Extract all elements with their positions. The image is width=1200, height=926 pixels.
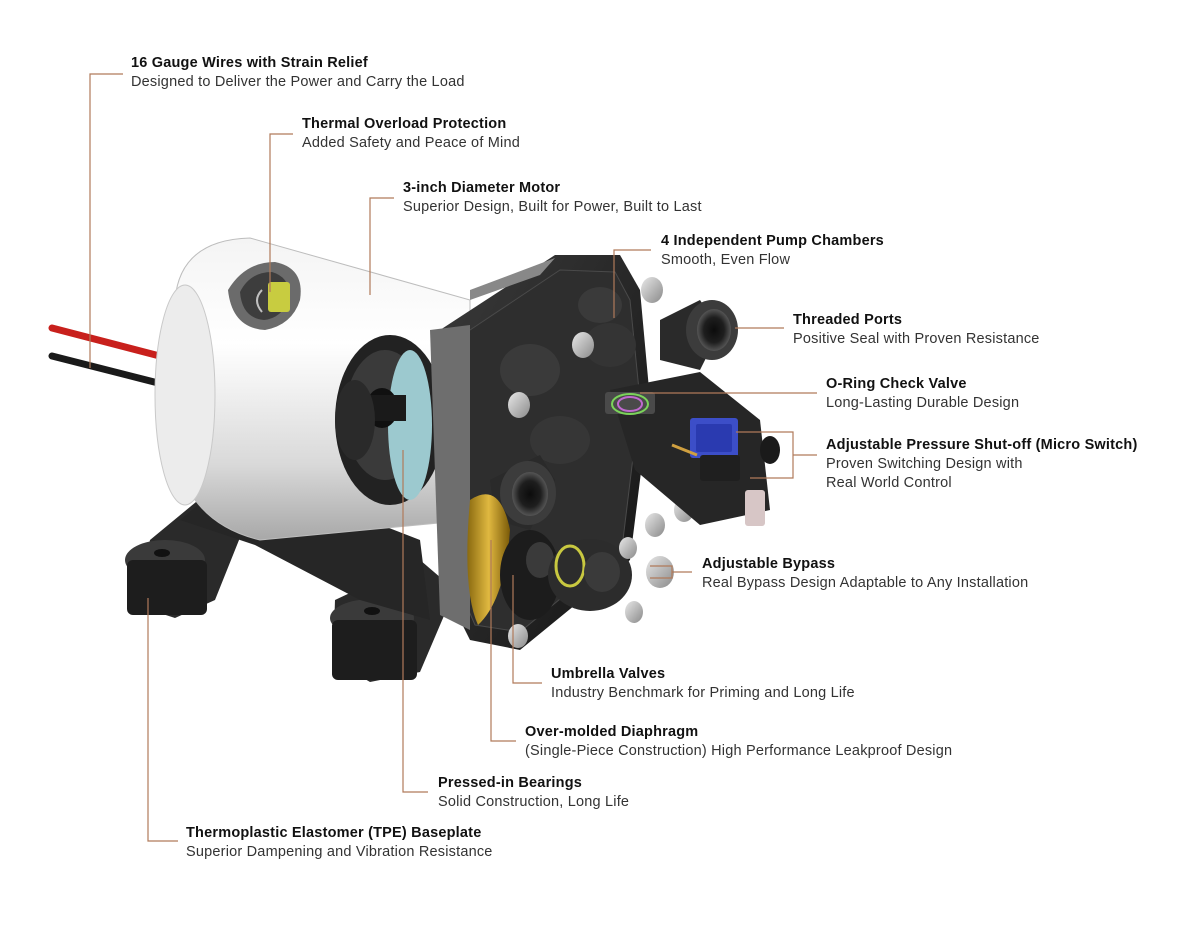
callout-title: Thermoplastic Elastomer (TPE) Baseplate xyxy=(186,825,482,841)
callout-desc: Real Bypass Design Adaptable to Any Inst… xyxy=(702,575,1029,591)
callout-thermal: Thermal Overload Protection Added Safety… xyxy=(302,115,520,153)
callout-title: 4 Independent Pump Chambers xyxy=(661,233,884,249)
callout-motor: 3-inch Diameter Motor Superior Design, B… xyxy=(403,179,702,217)
callout-desc: Positive Seal with Proven Resistance xyxy=(793,331,1040,347)
callout-desc: Added Safety and Peace of Mind xyxy=(302,135,521,151)
callout-title: Umbrella Valves xyxy=(551,666,666,682)
callout-baseplate: Thermoplastic Elastomer (TPE) Baseplate … xyxy=(186,824,493,862)
callout-title: Over-molded Diaphragm xyxy=(525,724,699,740)
leader-umbrella xyxy=(512,575,542,684)
callout-pressure: Adjustable Pressure Shut-off (Micro Swit… xyxy=(826,436,1138,493)
callout-desc: Superior Design, Built for Power, Built … xyxy=(403,199,702,215)
leader-baseplate xyxy=(147,598,178,842)
leader-chambers xyxy=(613,249,651,318)
callout-ports: Threaded Ports Positive Seal with Proven… xyxy=(793,311,1040,349)
callout-bearings: Pressed-in Bearings Solid Construction, … xyxy=(438,774,629,812)
callout-desc: Real World Control xyxy=(826,475,952,491)
callout-title: O-Ring Check Valve xyxy=(826,376,967,392)
switch-assembly xyxy=(605,372,780,526)
leader-diaphragm xyxy=(490,540,516,742)
leader-motor xyxy=(369,197,394,295)
callout-wires: 16 Gauge Wires with Strain Relief Design… xyxy=(131,54,465,92)
callout-chambers: 4 Independent Pump Chambers Smooth, Even… xyxy=(661,232,884,270)
leader-wires xyxy=(89,73,123,368)
callout-desc: Industry Benchmark for Priming and Long … xyxy=(551,685,855,701)
diaphragm-bypass xyxy=(467,494,674,625)
callout-desc: Superior Dampening and Vibration Resista… xyxy=(186,844,493,860)
callout-desc: Proven Switching Design with xyxy=(826,456,1023,472)
callout-title: Threaded Ports xyxy=(793,312,903,328)
callout-diaphragm: Over-molded Diaphragm (Single-Piece Cons… xyxy=(525,723,952,761)
callout-oring: O-Ring Check Valve Long-Lasting Durable … xyxy=(826,375,1019,413)
leader-thermal xyxy=(269,133,293,292)
callout-bypass: Adjustable Bypass Real Bypass Design Ada… xyxy=(702,555,1028,593)
leader-bearings xyxy=(402,450,428,793)
callout-desc: Solid Construction, Long Life xyxy=(438,794,630,810)
callout-umbrella: Umbrella Valves Industry Benchmark for P… xyxy=(551,665,855,703)
bearing-housing xyxy=(335,335,445,505)
leader-lines xyxy=(89,73,817,842)
callout-desc: Designed to Deliver the Power and Carry … xyxy=(131,74,465,90)
callout-desc: (Single-Piece Construction) High Perform… xyxy=(525,743,953,759)
callout-desc: Smooth, Even Flow xyxy=(661,252,791,268)
callout-title: Thermal Overload Protection xyxy=(302,116,507,132)
threaded-ports xyxy=(490,300,738,530)
callout-title: 16 Gauge Wires with Strain Relief xyxy=(131,55,368,71)
callout-desc: Long-Lasting Durable Design xyxy=(826,395,1020,411)
callout-title: Pressed-in Bearings xyxy=(438,775,583,791)
callout-title: Adjustable Bypass xyxy=(702,556,836,572)
callout-title: Adjustable Pressure Shut-off (Micro Swit… xyxy=(826,437,1138,453)
callout-title: 3-inch Diameter Motor xyxy=(403,180,561,196)
